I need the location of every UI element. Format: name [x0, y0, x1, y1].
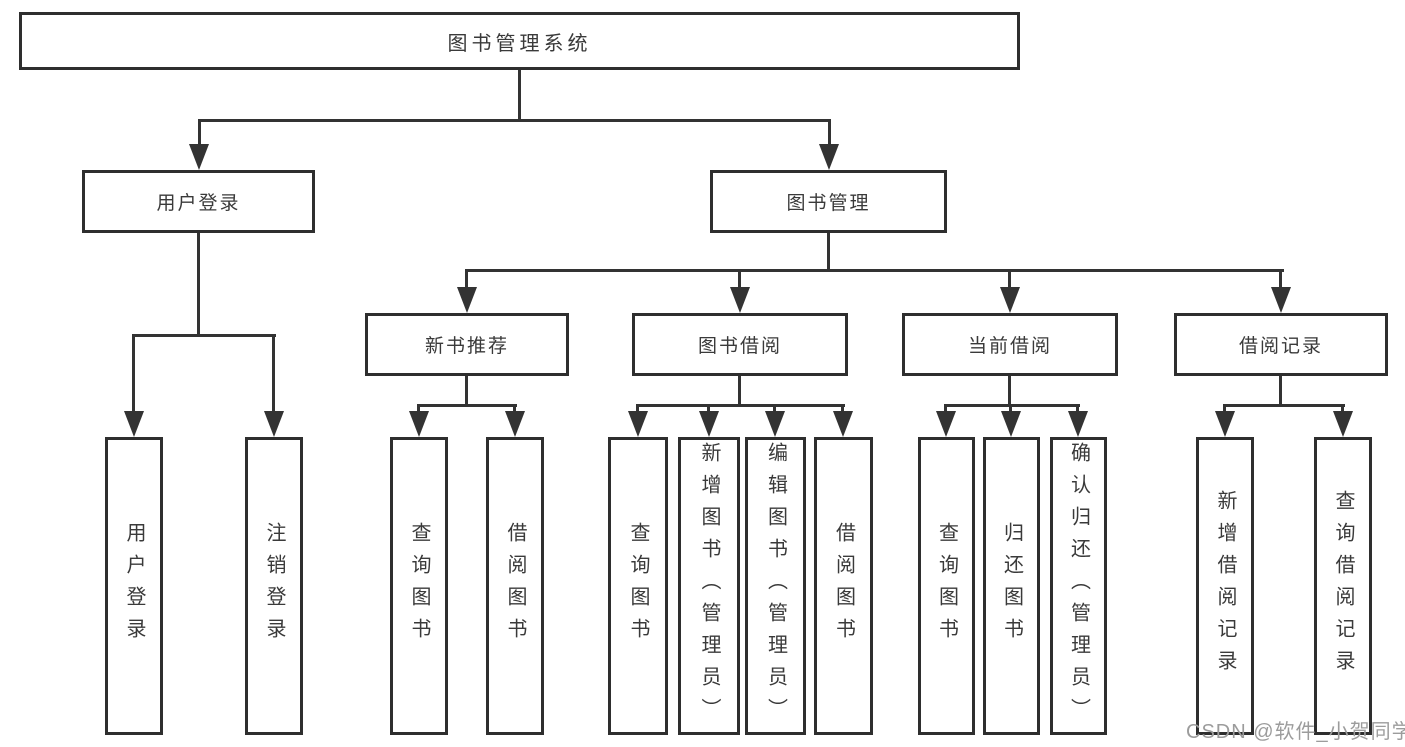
arrow-down-icon: [819, 144, 839, 170]
leaf-box-logout: 注销登录: [245, 437, 303, 735]
leaf-label: 借阅图书: [504, 522, 526, 650]
connector-userlogin-vline: [197, 233, 200, 336]
leaf-box-query-books-bb: 查询图书: [608, 437, 668, 735]
connector-borrowrecord-drop-2: [1341, 406, 1344, 415]
leaf-label: 新增借阅记录: [1214, 490, 1236, 682]
arrow-down-icon: [1333, 411, 1353, 437]
arrow-down-icon: [1068, 411, 1088, 437]
connector-userlogin-hline: [132, 334, 276, 337]
arrow-down-icon: [730, 287, 750, 313]
arrow-down-icon: [1271, 287, 1291, 313]
arrow-down-icon: [833, 411, 853, 437]
connector-userlogin-drop-right: [272, 336, 275, 414]
leaf-box-borrow-books-nb: 借阅图书: [486, 437, 544, 735]
connector-root-hline: [198, 119, 831, 122]
root-box-system: 图书管理系统: [19, 12, 1020, 70]
leaf-box-add-borrow-record: 新增借阅记录: [1196, 437, 1254, 735]
connector-bookmgmt-drop-1: [465, 271, 468, 289]
leaf-label: 查询图书: [408, 522, 430, 650]
leaf-box-borrow-books-bb: 借阅图书: [814, 437, 873, 735]
csdn-watermark: CSDN @软件_小贺同学: [1186, 721, 1405, 743]
leaf-box-return-books: 归还图书: [983, 437, 1040, 735]
leaf-box-query-borrow-record: 查询借阅记录: [1314, 437, 1372, 735]
arrow-down-icon: [189, 144, 209, 170]
arrow-down-icon: [936, 411, 956, 437]
leaf-box-add-books-admin: 新增图书（管理员）: [678, 437, 740, 735]
leaf-box-user-login: 用户登录: [105, 437, 163, 735]
arrow-down-icon: [264, 411, 284, 437]
connector-bookborrow-drop-4: [841, 406, 844, 415]
connector-bookmgmt-hline: [465, 269, 1284, 272]
leaf-label: 注销登录: [263, 522, 285, 650]
arrow-down-icon: [457, 287, 477, 313]
connector-borrowrecord-vline: [1279, 376, 1282, 407]
arrow-down-icon: [1215, 411, 1235, 437]
arrow-down-icon: [628, 411, 648, 437]
connector-newbook-vline: [465, 376, 468, 407]
connector-currentborrow-vline: [1008, 376, 1011, 407]
connector-newbook-drop-1: [417, 406, 420, 415]
group-box-borrow-record: 借阅记录: [1174, 313, 1388, 376]
connector-userlogin-drop-left: [132, 336, 135, 414]
group-box-current-borrow: 当前借阅: [902, 313, 1118, 376]
group-label: 借阅记录: [1238, 336, 1323, 357]
connector-currentborrow-drop-3: [1076, 406, 1079, 415]
connector-borrowrecord-drop-1: [1223, 406, 1226, 415]
connector-borrowrecord-hline: [1223, 404, 1345, 407]
arrow-down-icon: [409, 411, 429, 437]
connector-newbook-hline: [417, 404, 517, 407]
leaf-box-query-books-nb: 查询图书: [390, 437, 448, 735]
connector-newbook-drop-2: [513, 406, 516, 415]
group-label: 新书推荐: [424, 336, 509, 357]
branch-box-user-login: 用户登录: [82, 170, 315, 233]
connector-root-drop-left: [198, 121, 201, 148]
arrow-down-icon: [699, 411, 719, 437]
connector-root-drop-right: [828, 121, 831, 148]
branch-label: 用户登录: [156, 193, 241, 214]
branch-label: 图书管理: [786, 193, 871, 214]
leaf-box-query-books-cb: 查询图书: [918, 437, 975, 735]
group-label: 图书借阅: [697, 336, 782, 357]
arrow-down-icon: [124, 411, 144, 437]
connector-bookmgmt-drop-3: [1008, 271, 1011, 289]
leaf-label: 查询图书: [627, 522, 649, 650]
leaf-box-edit-books-admin: 编辑图书（管理员）: [745, 437, 806, 735]
connector-currentborrow-drop-1: [944, 406, 947, 415]
leaf-label: 编辑图书（管理员）: [764, 442, 787, 730]
root-label: 图书管理系统: [447, 32, 592, 55]
arrow-down-icon: [1001, 411, 1021, 437]
arrow-down-icon: [1000, 287, 1020, 313]
leaf-label: 新增图书（管理员）: [698, 442, 720, 730]
connector-bookmgmt-drop-2: [738, 271, 741, 289]
connector-bookborrow-hline: [636, 404, 845, 407]
leaf-label: 用户登录: [123, 522, 145, 650]
arrow-down-icon: [505, 411, 525, 437]
connector-bookmgmt-vline: [827, 233, 830, 271]
connector-root-vline: [518, 70, 521, 121]
connector-bookmgmt-drop-4: [1279, 271, 1282, 289]
leaf-box-confirm-return-admin: 确认归还（管理员）: [1050, 437, 1107, 735]
group-box-book-borrow: 图书借阅: [632, 313, 848, 376]
leaf-label: 借阅图书: [832, 522, 855, 650]
connector-currentborrow-drop-2: [1009, 406, 1012, 415]
connector-bookborrow-vline: [738, 376, 741, 407]
group-label: 当前借阅: [967, 336, 1052, 357]
leaf-label: 归还图书: [1000, 522, 1023, 650]
connector-bookborrow-drop-3: [773, 406, 776, 415]
leaf-label: 确认归还（管理员）: [1067, 442, 1090, 730]
connector-currentborrow-hline: [944, 404, 1080, 407]
leaf-label: 查询借阅记录: [1332, 490, 1354, 682]
arrow-down-icon: [765, 411, 785, 437]
connector-bookborrow-drop-1: [636, 406, 639, 415]
leaf-label: 查询图书: [935, 522, 958, 650]
group-box-new-book-recommend: 新书推荐: [365, 313, 569, 376]
connector-bookborrow-drop-2: [707, 406, 710, 415]
branch-box-book-management: 图书管理: [710, 170, 947, 233]
